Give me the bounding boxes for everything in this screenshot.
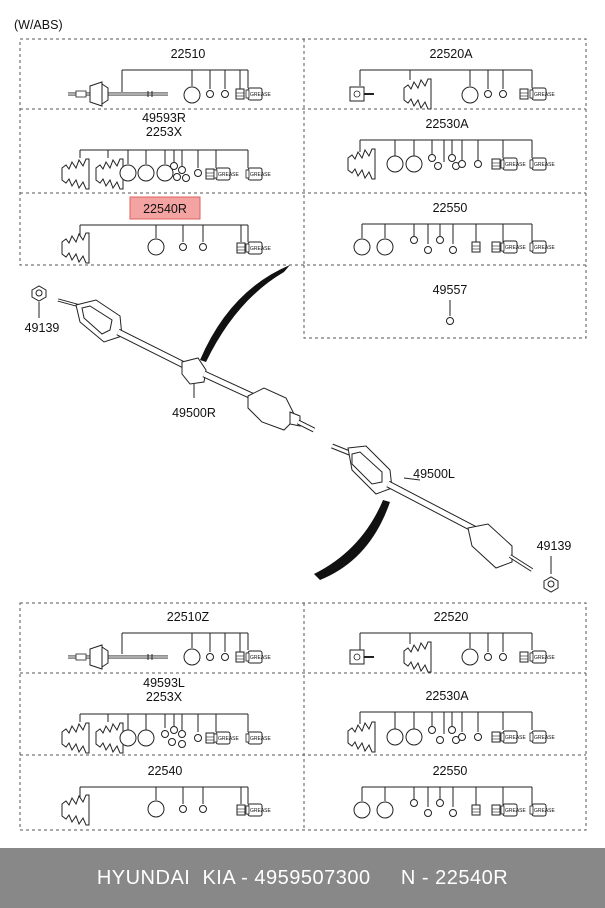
svg-text:22510Z: 22510Z xyxy=(167,610,210,624)
svg-text:GREASE: GREASE xyxy=(534,655,556,661)
svg-text:22520A: 22520A xyxy=(429,47,473,61)
bottom-kit-box xyxy=(19,602,587,831)
kit-22550[interactable]: 22550 GREASE GREASE xyxy=(353,201,556,256)
drive-shaft-right[interactable]: 49500R xyxy=(57,298,316,433)
svg-text:GREASE: GREASE xyxy=(250,172,272,178)
kit-49557[interactable]: 49557 xyxy=(433,283,468,325)
svg-text:GREASE: GREASE xyxy=(250,655,272,661)
kit-22520A[interactable]: 22520A GREASE xyxy=(349,47,556,110)
nut-right[interactable]: 49139 xyxy=(537,539,572,593)
kit-49593L[interactable]: 49593L 2253X GREASE GREASE xyxy=(61,676,272,754)
svg-text:22530A: 22530A xyxy=(425,689,469,703)
svg-text:2253X: 2253X xyxy=(146,125,183,139)
svg-text:GREASE: GREASE xyxy=(534,808,556,814)
svg-text:22510: 22510 xyxy=(171,47,206,61)
nut-left[interactable]: 49139 xyxy=(25,285,60,335)
drive-shaft-left[interactable]: 49500L xyxy=(331,443,534,572)
header-note: (W/ABS) xyxy=(14,18,63,32)
svg-text:49139: 49139 xyxy=(537,539,572,553)
svg-text:22540R: 22540R xyxy=(143,202,187,216)
svg-text:GREASE: GREASE xyxy=(250,246,272,252)
svg-text:GREASE: GREASE xyxy=(534,162,556,168)
kit-22540R[interactable]: 22540R GREASE xyxy=(61,196,272,264)
svg-text:GREASE: GREASE xyxy=(250,736,272,742)
svg-text:22550: 22550 xyxy=(433,764,468,778)
svg-text:49500L: 49500L xyxy=(413,467,455,481)
kit-22510Z[interactable]: 22510Z GREASE xyxy=(66,610,272,671)
svg-text:GREASE: GREASE xyxy=(534,92,556,98)
svg-text:GREASE: GREASE xyxy=(250,808,272,814)
kit-49593R[interactable]: 49593R 2253X GREASE GREASE xyxy=(61,111,272,190)
svg-text:22530A: 22530A xyxy=(425,117,469,131)
svg-text:49557: 49557 xyxy=(433,283,468,297)
section-arc-upper xyxy=(200,265,290,362)
kit-22530A[interactable]: 22530A GREASE GREASE xyxy=(347,117,556,180)
kit-22530A-bottom[interactable]: 22530A GREASE GREASE xyxy=(347,689,556,753)
svg-text:GREASE: GREASE xyxy=(505,245,527,251)
kit-22550-bottom[interactable]: 22550 GREASE GREASE xyxy=(353,764,556,819)
footer-banner: HYUNDAI KIA - 4959507300 N - 22540R xyxy=(0,848,605,908)
svg-text:49139: 49139 xyxy=(25,321,60,335)
kit-22520[interactable]: 22520 GREASE xyxy=(349,610,556,673)
svg-text:2253X: 2253X xyxy=(146,690,183,704)
kit-22540[interactable]: 22540 GREASE xyxy=(61,764,272,826)
svg-text:22540: 22540 xyxy=(148,764,183,778)
svg-text:GREASE: GREASE xyxy=(218,736,240,742)
highlight-box xyxy=(129,196,201,220)
svg-text:GREASE: GREASE xyxy=(505,808,527,814)
svg-text:49593R: 49593R xyxy=(142,111,186,125)
svg-text:22520: 22520 xyxy=(434,610,469,624)
section-arc-lower xyxy=(314,500,390,580)
svg-text:GREASE: GREASE xyxy=(534,735,556,741)
kit-22510[interactable]: 22510 GREASE xyxy=(66,47,272,108)
svg-text:GREASE: GREASE xyxy=(505,162,527,168)
svg-text:49500R: 49500R xyxy=(172,406,216,420)
svg-text:49593L: 49593L xyxy=(143,676,185,690)
part-number-caption: HYUNDAI KIA - 4959507300 N - 22540R xyxy=(96,866,509,889)
svg-text:GREASE: GREASE xyxy=(218,172,240,178)
svg-text:GREASE: GREASE xyxy=(505,735,527,741)
top-kit-box xyxy=(19,38,587,339)
svg-text:GREASE: GREASE xyxy=(534,245,556,251)
exploded-parts-diagram: (W/ABS) 22510 GREASE 22520A xyxy=(14,18,587,831)
svg-text:GREASE: GREASE xyxy=(250,92,272,98)
svg-text:22550: 22550 xyxy=(433,201,468,215)
